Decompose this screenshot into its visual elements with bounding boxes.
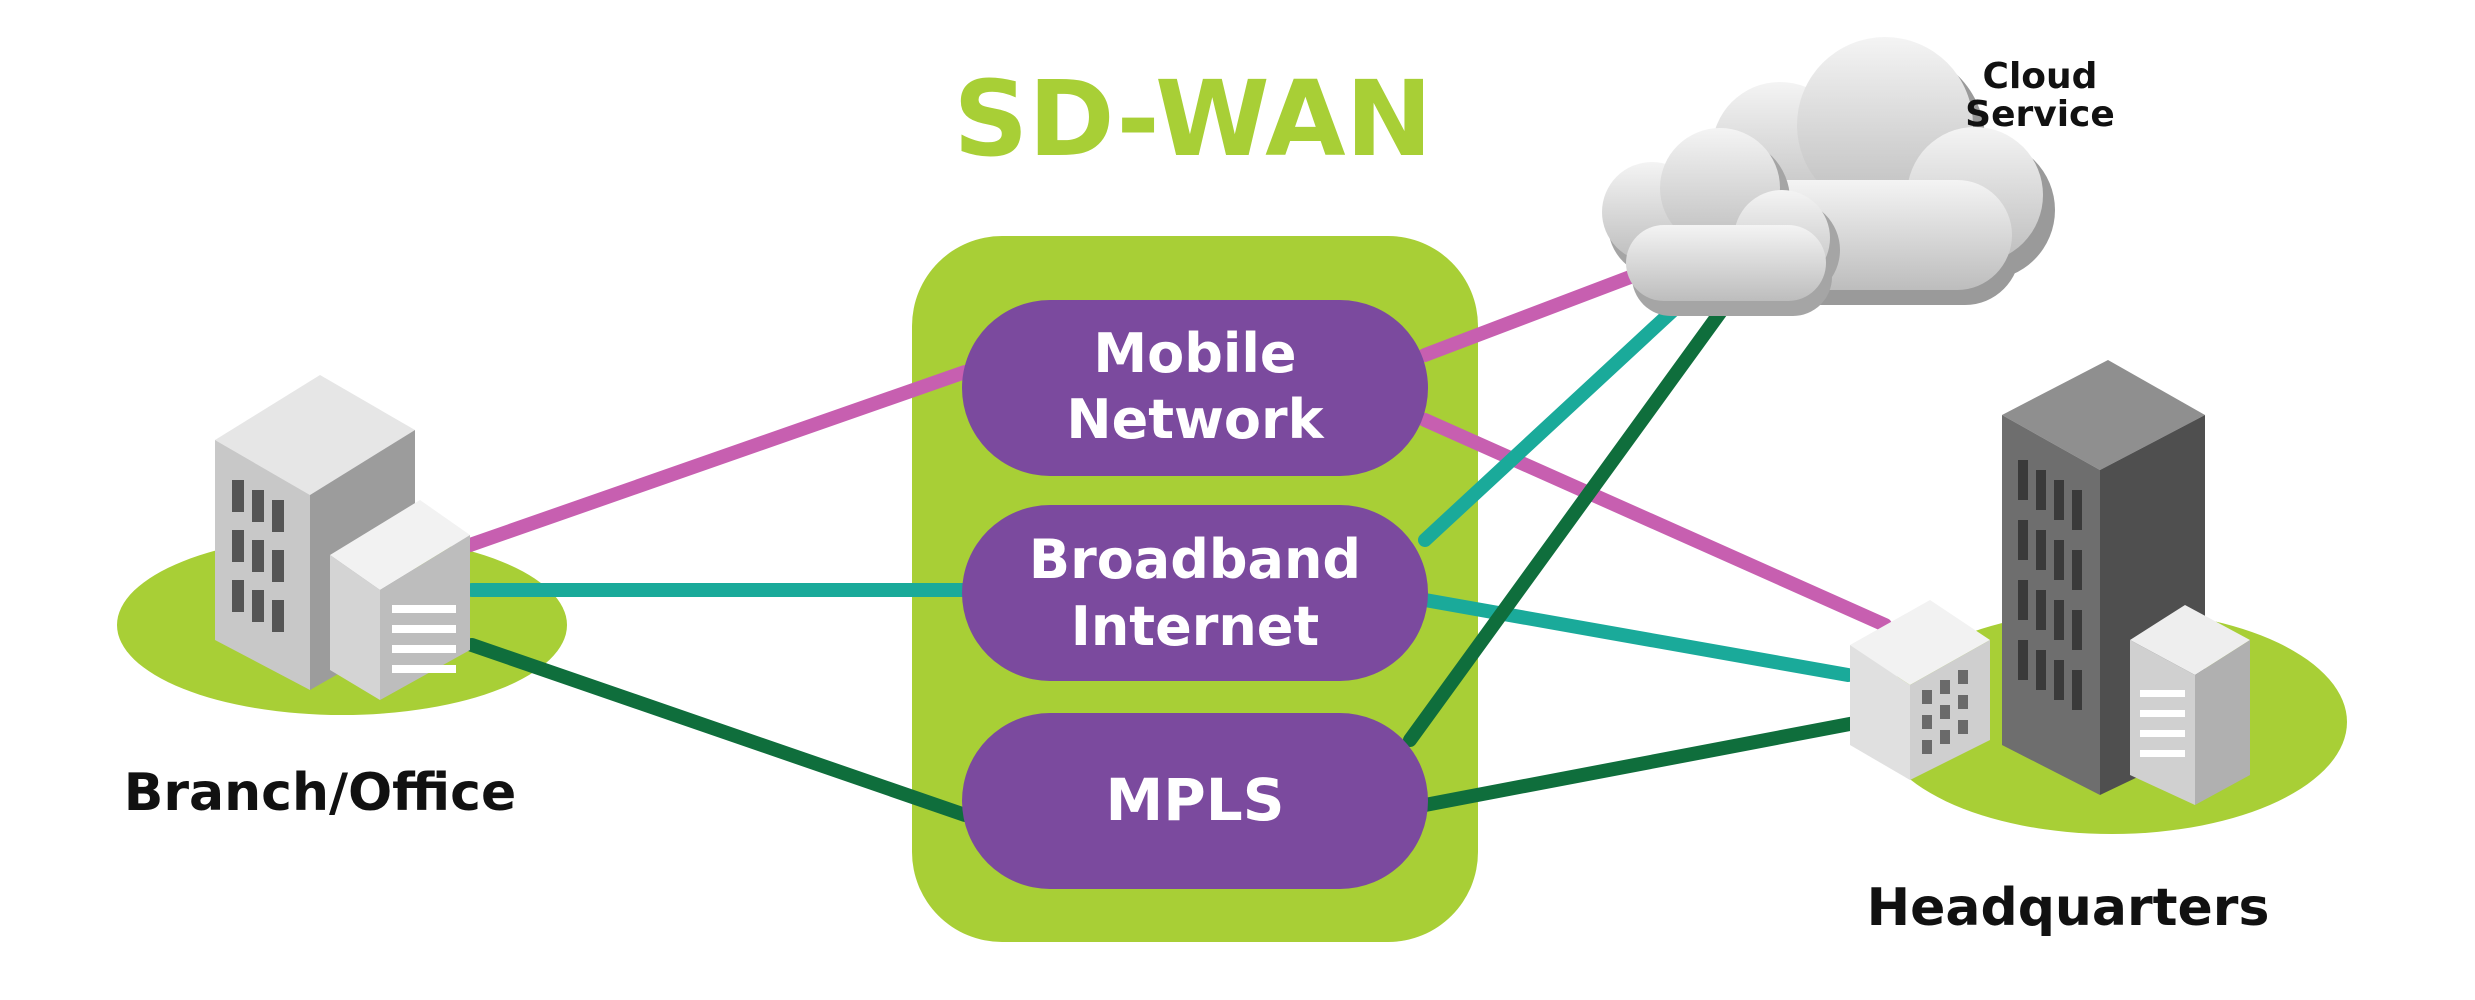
broadband-cloud-line [1418,271,1715,547]
branch-label: Branch/Office [124,763,517,823]
cloud-icon [1602,37,2055,316]
branch-mobile-line [463,365,972,552]
branch-building-icon [215,375,470,700]
link-label-mobile-line2: Network [1066,388,1324,451]
branch-mpls-line [465,638,972,822]
link-label-broadband-line1: Broadband [1029,528,1361,591]
link-pill-mpls [962,713,1428,889]
link-label-mpls: MPLS [1106,766,1285,834]
diagram-title: SD-WAN [953,58,1432,180]
mobile-hq-line [1418,413,1892,632]
connections [463,253,1892,822]
hq-building-icon [1850,360,2250,805]
link-mpls: MPLS [962,713,1428,889]
hq-label: Headquarters [1867,878,2270,938]
cloud-label-line1: Cloud [1983,56,2098,97]
link-label-broadband-line2: Internet [1071,595,1319,658]
link-pill-mobile [962,300,1428,476]
link-label-mobile-line1: Mobile [1093,322,1296,385]
mpls-hq-line [1418,716,1862,812]
mpls-cloud-line [1403,285,1742,747]
cloud-label-line2: Service [1965,94,2115,135]
link-mobile: Mobile Network [962,300,1428,476]
link-pill-broadband [962,505,1428,681]
link-broadband: Broadband Internet [962,505,1428,681]
